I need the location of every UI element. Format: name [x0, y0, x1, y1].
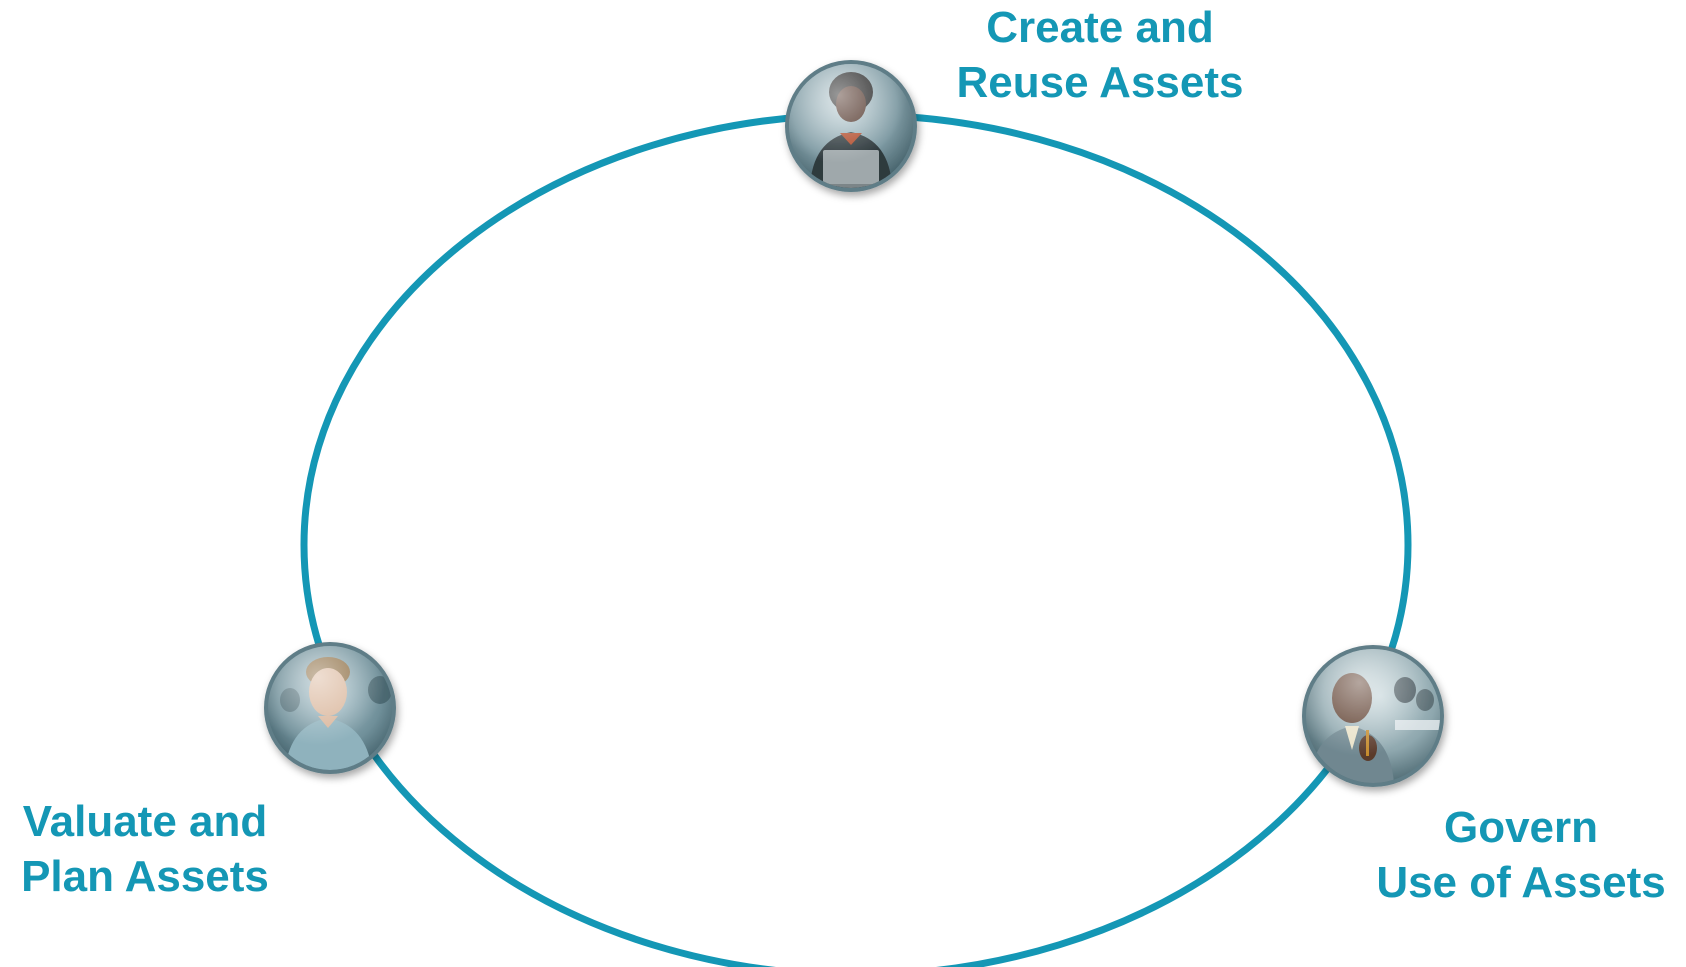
node-label-line: Reuse Assets — [956, 58, 1244, 107]
node-label-line: Govern — [1443, 803, 1599, 852]
man-portrait-icon — [264, 642, 396, 774]
person-with-laptop-icon — [785, 60, 917, 192]
cycle-ring — [300, 111, 1412, 967]
node-label-line: Use of Assets — [1376, 858, 1666, 907]
node-label-line: Valuate and — [22, 797, 268, 846]
businessman-meeting-icon — [1302, 645, 1444, 787]
node-label-govern-use-of-assets: Govern Use of Assets — [1356, 800, 1686, 910]
node-label-create-reuse-assets: Create and Reuse Assets — [930, 0, 1270, 110]
node-label-line: Plan Assets — [21, 852, 269, 901]
node-label-valuate-plan-assets: Valuate and Plan Assets — [0, 794, 290, 904]
node-label-line: Create and — [986, 3, 1214, 52]
